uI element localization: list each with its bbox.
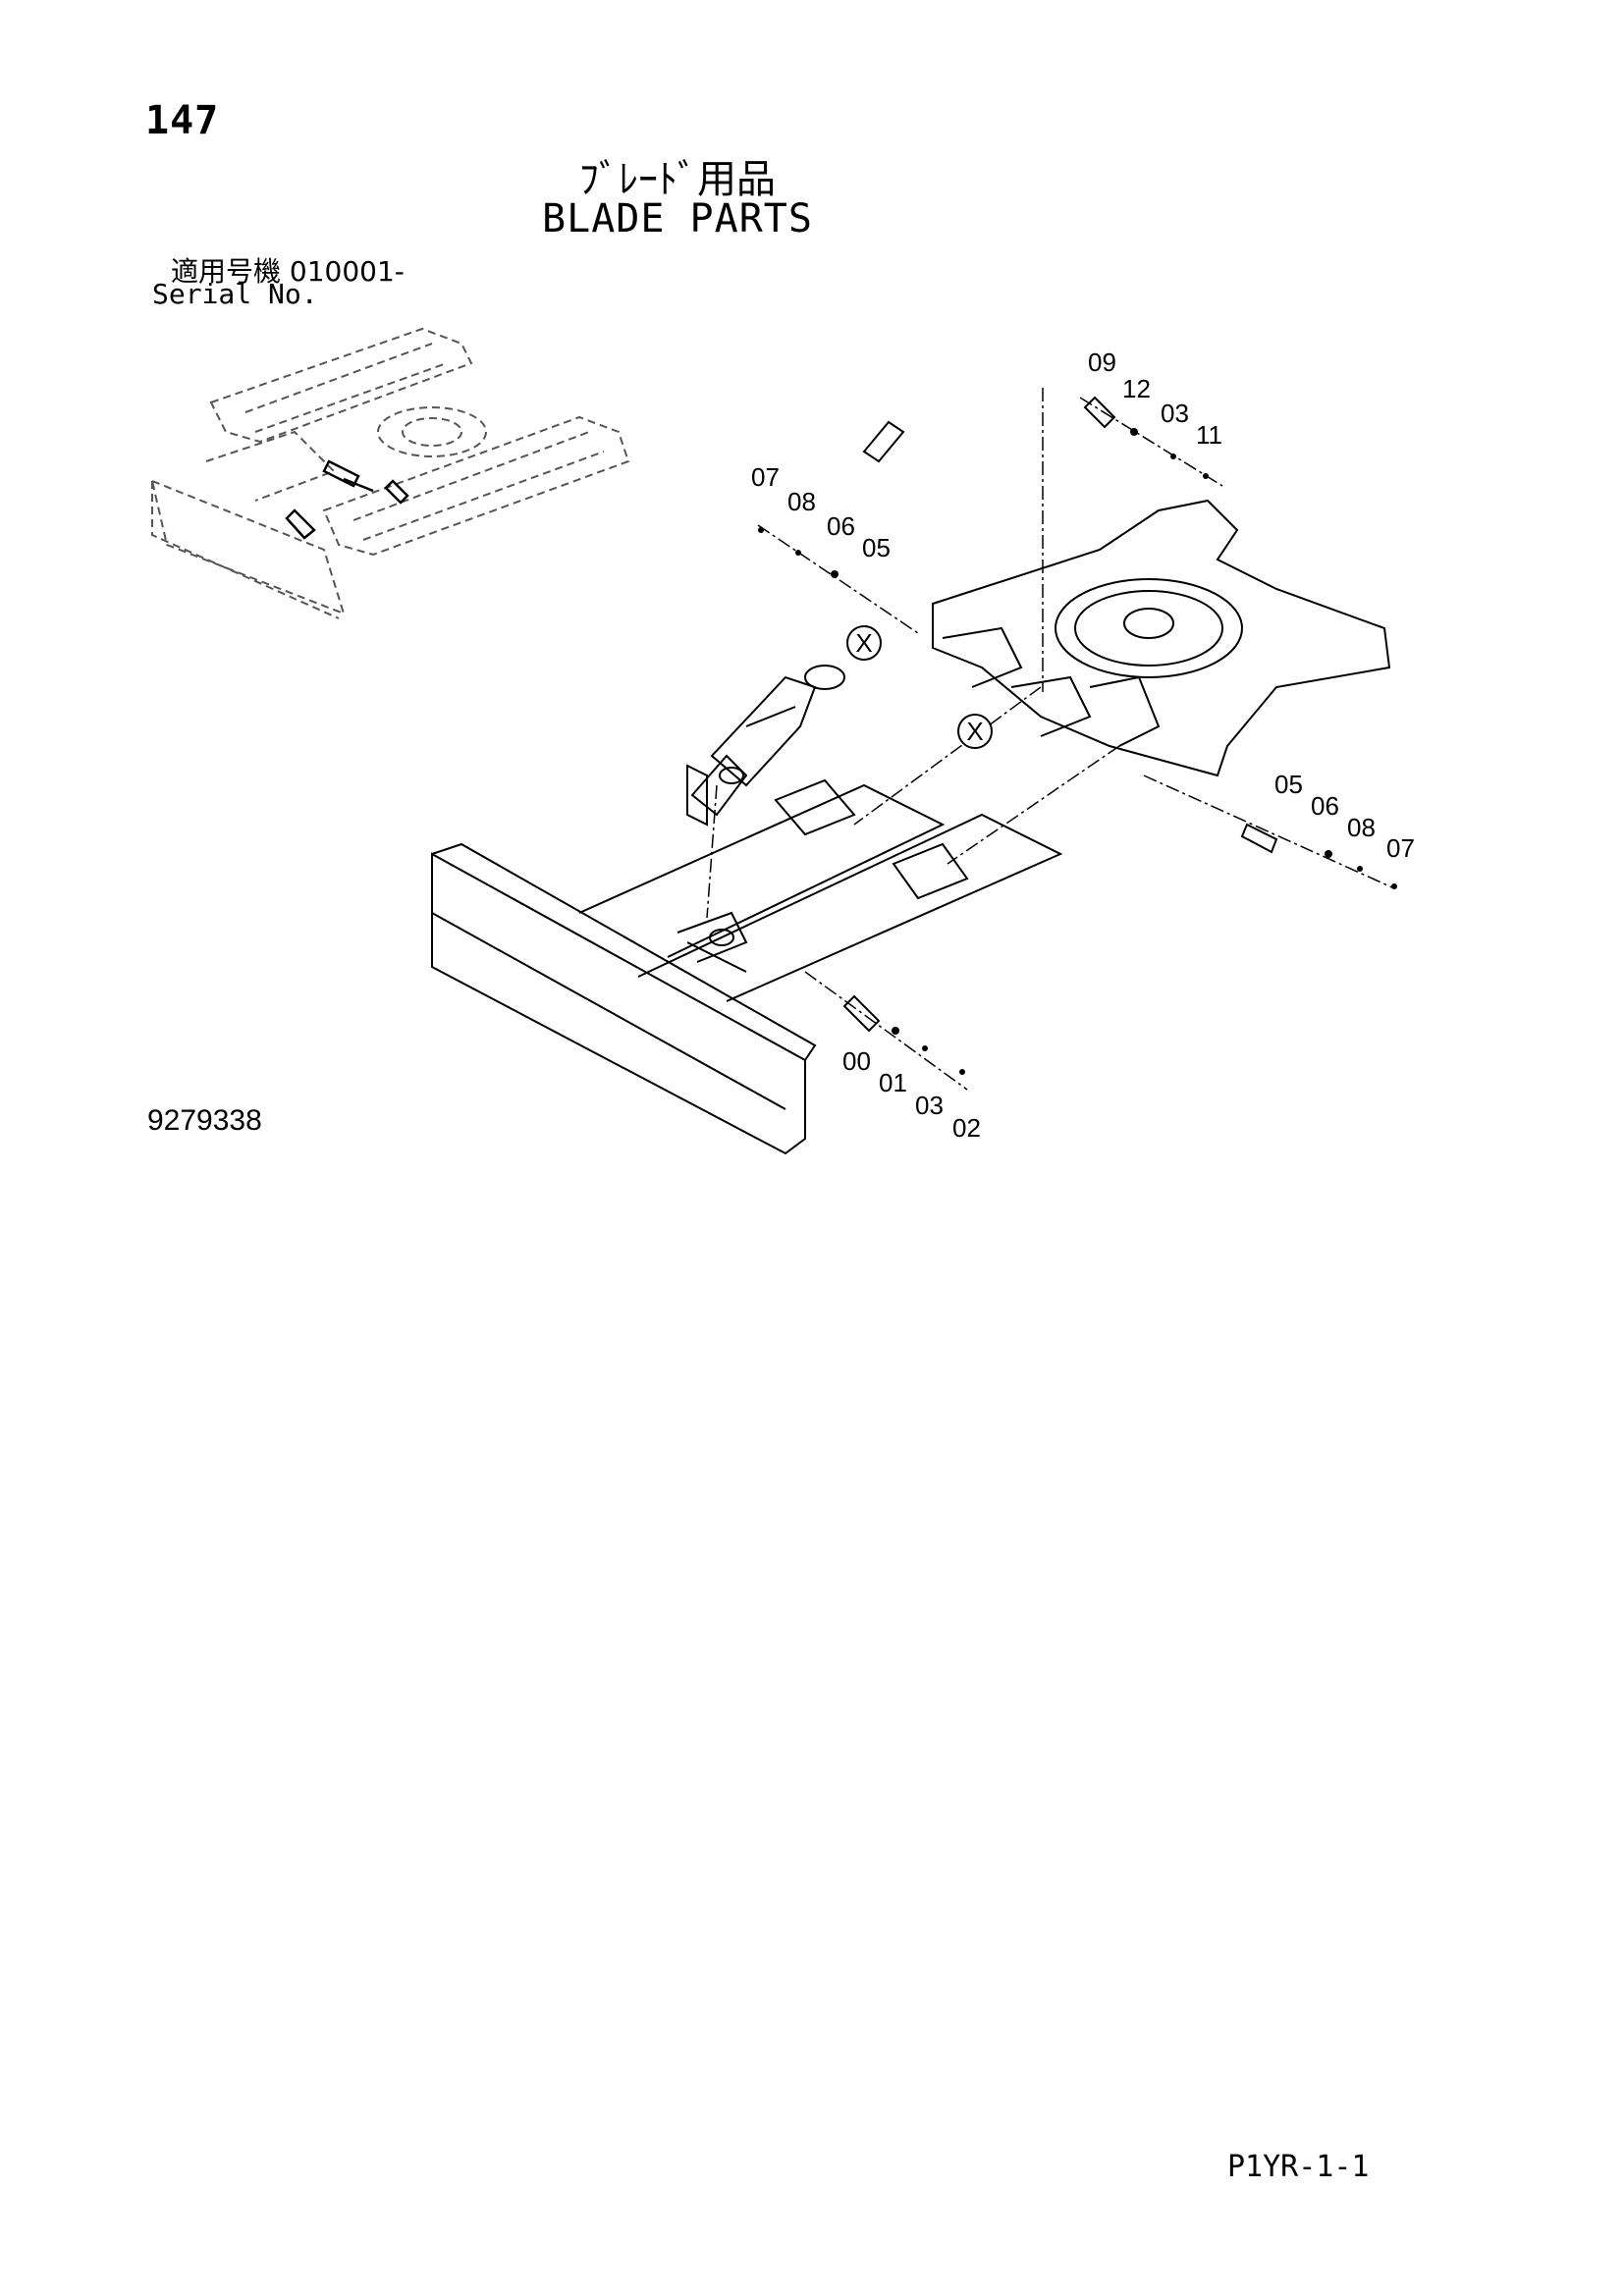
page-title: BLADE PARTS xyxy=(542,196,813,241)
callout-part-06-left: 06 xyxy=(827,511,855,541)
drawing-number: 9279338 xyxy=(147,1104,262,1137)
callout-part-01: 01 xyxy=(879,1068,907,1097)
hardware-parts xyxy=(758,428,1397,1075)
callout-part-09-top: 09 xyxy=(1088,347,1116,377)
main-assembly-drawing xyxy=(431,396,1391,1155)
callout-part-02: 02 xyxy=(952,1113,981,1143)
callout-part-11: 11 xyxy=(1196,420,1222,450)
page-code: P1YR-1-1 xyxy=(1227,2150,1370,2184)
callout-part-07-left: 07 xyxy=(751,462,780,492)
inset-highlighted-cylinders xyxy=(285,459,409,540)
serial-label: Serial No. xyxy=(152,278,318,310)
callout-part-05-right: 05 xyxy=(1274,770,1303,799)
callout-part-12: 12 xyxy=(1122,374,1151,403)
callout-part-03-top: 03 xyxy=(1161,399,1189,428)
leader-lines xyxy=(706,388,1395,1091)
callout-part-07-right: 07 xyxy=(1386,833,1415,863)
callout-part-06-right: 06 xyxy=(1311,791,1339,821)
callout-part-08-right: 08 xyxy=(1347,813,1376,842)
cross-marker-label: X xyxy=(966,717,983,746)
serial-label-japanese: 適用号機 010001- xyxy=(171,255,405,288)
cross-marker-1: X xyxy=(846,625,882,661)
cross-marker-2: X xyxy=(957,714,993,749)
callout-part-00: 00 xyxy=(842,1046,871,1076)
page-number: 147 xyxy=(145,98,220,143)
callout-part-03-bottom: 03 xyxy=(915,1091,944,1120)
cross-marker-label: X xyxy=(855,628,872,658)
blade-parts-diagram: X X 09 12 03 11 07 08 06 05 05 06 08 07 … xyxy=(150,327,1415,1155)
callout-part-05-left: 05 xyxy=(862,533,891,562)
machine-overview-inset xyxy=(150,327,630,619)
callout-part-08-left: 08 xyxy=(787,487,816,516)
page-title-japanese: ﾌﾞﾚｰﾄﾞ用品 xyxy=(579,157,776,202)
